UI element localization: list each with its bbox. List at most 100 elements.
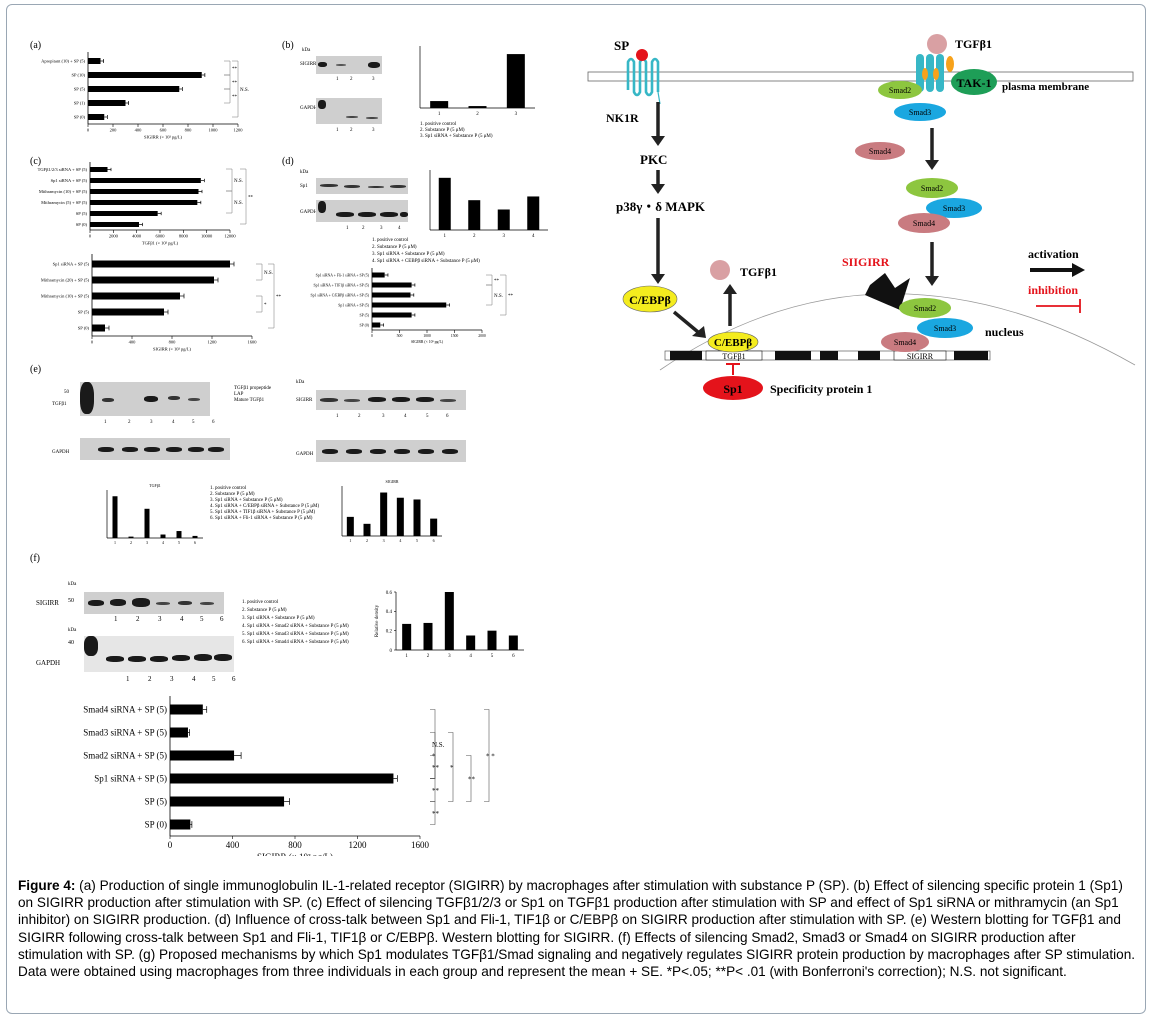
bar xyxy=(192,535,198,538)
significance-label: ** xyxy=(232,95,238,100)
x-tick-label: 10000 xyxy=(201,234,213,239)
bar xyxy=(88,100,126,106)
category-label: SP (5) xyxy=(360,313,370,317)
sp-ligand-icon xyxy=(636,49,648,61)
x-tick-label: 3 xyxy=(448,654,451,659)
chart-c2: Sp1 siRNA + SP (5)Mithramycin (20) + SP … xyxy=(41,254,282,351)
significance-label: ** xyxy=(468,776,476,784)
significance-bracket: ** xyxy=(500,274,514,316)
chart-a: Aprepitant (10) + SP (5)SP (10)SP (5)SP … xyxy=(41,52,249,139)
x-tick-label: 0 xyxy=(89,234,92,239)
category-label: SP (0) xyxy=(76,222,88,227)
chart-f2: Smad4 siRNA + SP (5)Smad3 siRNA + SP (5)… xyxy=(83,696,495,856)
blot-d-sp1 xyxy=(316,178,408,194)
significance-bracket: ** xyxy=(224,74,238,90)
bar xyxy=(170,773,394,784)
figure-frame xyxy=(6,4,1146,1014)
category-label: Mithramycin (10) + SP (5) xyxy=(39,189,88,194)
significance-bracket xyxy=(430,801,436,825)
significance-bracket: N.S. xyxy=(486,284,503,306)
y-axis-label: Relative density xyxy=(375,604,380,637)
significance-bracket: * xyxy=(256,295,267,313)
y-tick-label: 0.4 xyxy=(386,610,393,615)
svg-text:Smad4: Smad4 xyxy=(869,147,891,156)
bar xyxy=(90,189,199,194)
significance-label: * xyxy=(450,764,454,772)
chart-title: SIGIRR xyxy=(385,479,398,484)
blot-f-sigirr-label: SIGIRR xyxy=(36,599,59,607)
x-tick-label: 1 xyxy=(444,234,447,239)
blot-e-right: kDa SIGIRR 1 2 3 4 5 6 GAPDH xyxy=(296,378,471,478)
panel-label-f: (f) xyxy=(30,553,40,564)
category-label: SP (1) xyxy=(74,101,86,106)
bar xyxy=(176,531,182,538)
x-tick-label: 6 xyxy=(194,540,196,544)
significance-label: N.S. xyxy=(264,271,273,276)
x-tick-label: 800 xyxy=(185,128,193,133)
smad2-top-node xyxy=(878,81,922,99)
gene-sigirr-label: SIGIRR xyxy=(907,352,934,361)
x-tick-label: 12000 xyxy=(224,234,236,239)
significance-label: ** xyxy=(276,295,282,300)
category-label: SP (0) xyxy=(360,323,370,327)
y-tick-label: 0.2 xyxy=(386,629,393,634)
significance-label: N.S. xyxy=(494,294,503,299)
cebpb-node xyxy=(622,285,678,313)
blot-e-tgfb xyxy=(80,382,210,416)
x-tick-label: 1200 xyxy=(234,128,244,133)
smad4-free-node xyxy=(855,142,905,160)
category-label: SP (0) xyxy=(145,820,167,830)
bar xyxy=(438,177,451,230)
significance-bracket xyxy=(448,732,454,802)
sp-label: SP xyxy=(614,38,629,53)
category-label: SP (0) xyxy=(74,115,86,120)
x-tick-label: 3 xyxy=(503,234,506,239)
bar xyxy=(92,260,230,268)
bar xyxy=(527,196,540,230)
bar xyxy=(92,308,164,316)
tgfb1-ligand-icon xyxy=(927,34,947,54)
significance-bracket: ** xyxy=(224,60,238,76)
bar xyxy=(430,518,438,536)
bar xyxy=(363,523,371,536)
blot-e-tgfb-label: TGFβ1 xyxy=(52,402,67,407)
blot-f-gapdh xyxy=(84,636,234,672)
category-label: SP (5) xyxy=(76,211,88,216)
nucleus-label: nucleus xyxy=(985,325,1024,339)
blot-f: kDa 50 SIGIRR 1 2 3 4 5 6 kDa 40 GAPDH 1… xyxy=(36,582,236,683)
significance-bracket xyxy=(484,709,490,802)
x-tick-label: 3 xyxy=(383,538,385,543)
svg-text:Smad4: Smad4 xyxy=(894,338,916,347)
svg-text:Smad3: Smad3 xyxy=(934,324,956,333)
blot-e-gapdh-right xyxy=(316,440,466,462)
bar xyxy=(90,200,198,205)
blot-e-sigirr xyxy=(316,390,466,410)
svg-text:Smad2: Smad2 xyxy=(921,184,943,193)
significance-label: ** xyxy=(432,764,440,772)
blot-f-gapdh-label: GAPDH xyxy=(36,659,61,667)
x-tick-label: 400 xyxy=(129,340,137,345)
bar xyxy=(430,101,449,108)
mapk-label: p38γ・δ MAPK xyxy=(616,199,706,214)
panel-label-b: (b) xyxy=(282,40,294,51)
significance-label: * xyxy=(264,303,267,308)
x-tick-label: 1 xyxy=(405,654,408,659)
x-tick-label: 8000 xyxy=(179,234,189,239)
bar xyxy=(444,592,454,650)
y-tick-label: 0 xyxy=(390,649,393,654)
category-label: SP (5) xyxy=(145,797,167,807)
smad3-top-node xyxy=(894,103,946,121)
x-tick-label: 600 xyxy=(160,128,168,133)
plasma-membrane-bar xyxy=(587,71,1134,82)
significance-label: N.S. xyxy=(240,88,249,93)
x-tick-label: 1 xyxy=(349,538,351,543)
x-tick-label: 2 xyxy=(476,112,479,117)
blot-e-gapdh-left xyxy=(80,438,230,460)
bar xyxy=(90,222,139,227)
sigirr-red-label: SIIGIRR xyxy=(842,255,890,269)
bar xyxy=(468,106,487,108)
bar xyxy=(402,623,412,650)
bar xyxy=(170,727,188,738)
significance-label: ** xyxy=(232,81,238,86)
